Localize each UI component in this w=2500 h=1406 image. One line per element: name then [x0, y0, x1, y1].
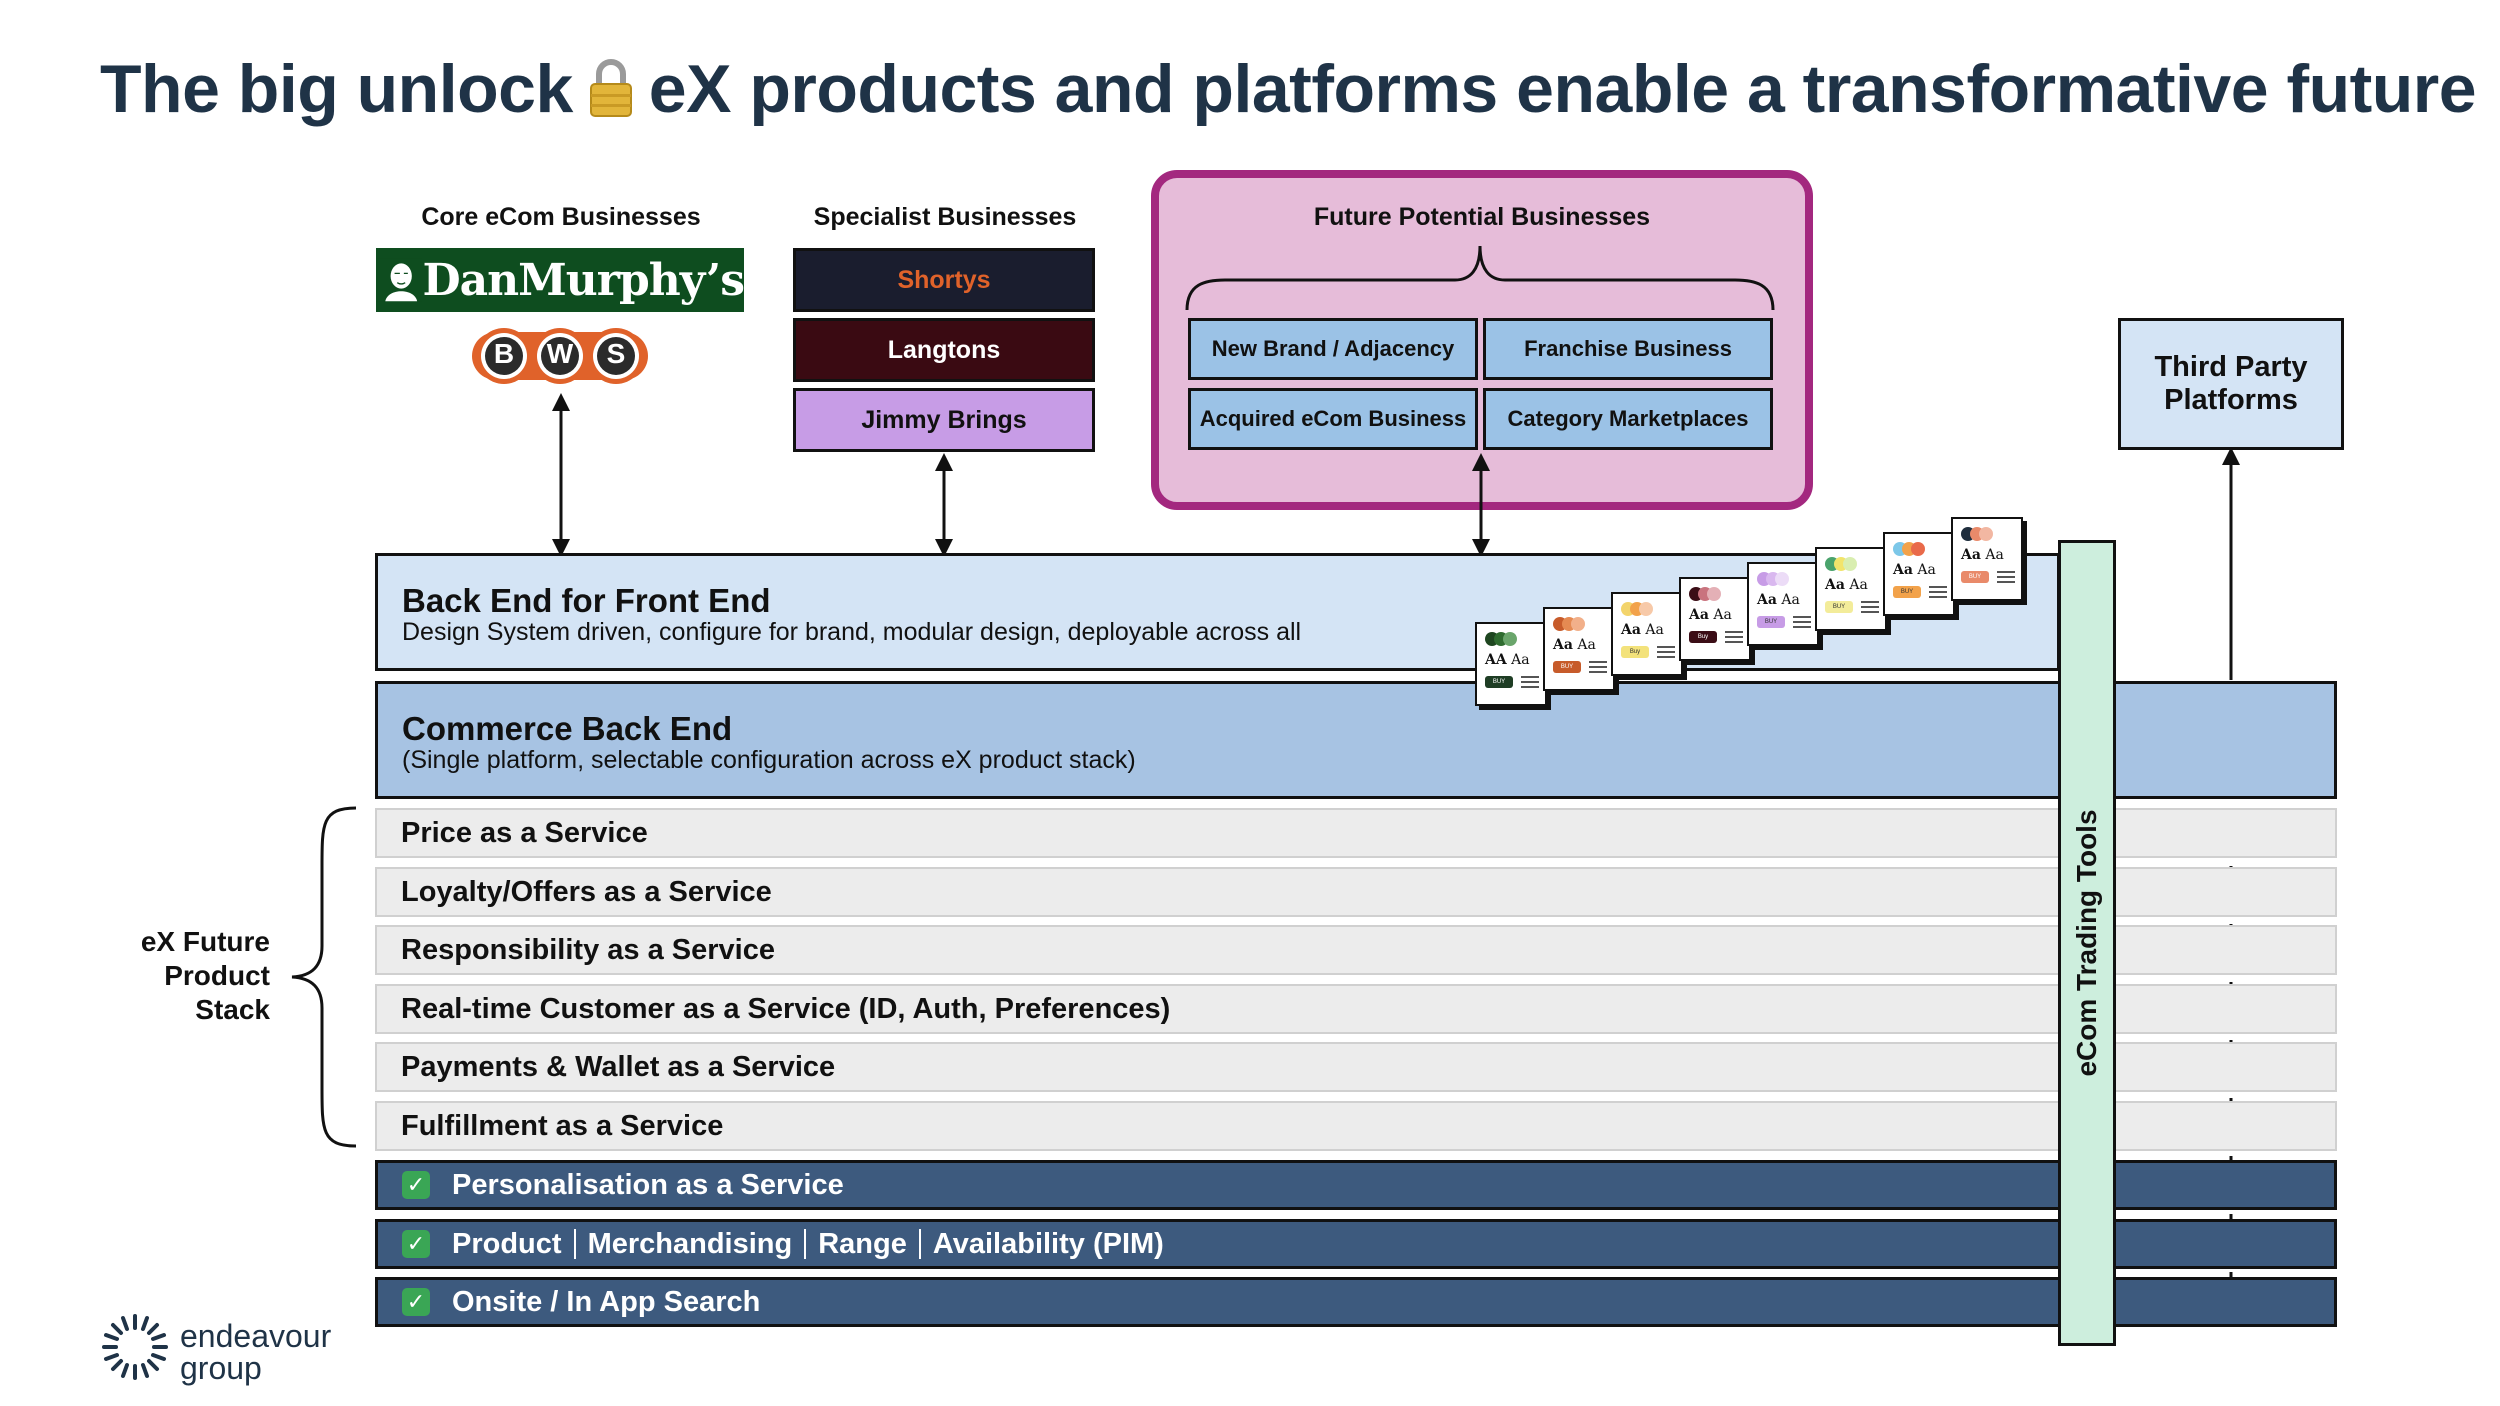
- ecom-trading-tools: eCom Trading Tools: [2058, 540, 2116, 1346]
- lock-icon: [587, 56, 635, 120]
- text-lines-icon: [1861, 601, 1879, 616]
- stack-brace: [291, 806, 357, 1148]
- text-lines-icon: [1657, 646, 1675, 661]
- service-row: Fulfillment as a Service: [375, 1101, 2337, 1151]
- type-sample: Aa Aa: [1893, 562, 1936, 578]
- buy-button-sample: BUY: [1485, 676, 1513, 688]
- brand-jimmy-brings: Jimmy Brings: [793, 388, 1095, 452]
- color-swatch: [1911, 542, 1925, 556]
- text-lines-icon: [1725, 631, 1743, 646]
- buy-button-sample: BUY: [1893, 586, 1921, 598]
- divider: [573, 1229, 576, 1259]
- service-row: Real-time Customer as a Service (ID, Aut…: [375, 984, 2337, 1034]
- completed-pim: ✓ Product Merchandising Range Availabili…: [375, 1219, 2337, 1269]
- completed-search: ✓ Onsite / In App Search: [375, 1277, 2337, 1327]
- trading-tools-label: eCom Trading Tools: [2071, 809, 2102, 1077]
- buy-button-sample: BUY: [1961, 571, 1989, 583]
- pim-part: Availability (PIM): [932, 1227, 1164, 1260]
- brand-langtons: Langtons: [793, 318, 1095, 382]
- service-row: Loyalty/Offers as a Service: [375, 867, 2337, 917]
- design-card: Aa Aa BUY: [1883, 532, 1955, 616]
- design-card: Aa Aa BUY: [1543, 607, 1615, 691]
- specialist-heading: Specialist Businesses: [813, 203, 1077, 231]
- color-swatch: [1503, 632, 1517, 646]
- design-card: AA Aa BUY: [1475, 622, 1547, 706]
- text-lines-icon: [1929, 586, 1947, 601]
- title-rest: eX products and platforms enable a trans…: [648, 51, 2477, 127]
- buy-button-sample: Buy: [1621, 646, 1649, 658]
- text-lines-icon: [1521, 676, 1539, 691]
- color-swatch: [1639, 602, 1653, 616]
- design-card: Aa Aa Buy: [1679, 577, 1751, 661]
- color-swatch: [1775, 572, 1789, 586]
- future-heading: Future Potential Businesses: [1313, 203, 1651, 231]
- pim-part: Product: [452, 1227, 562, 1260]
- color-swatch: [1979, 527, 1993, 541]
- check-icon: ✓: [402, 1288, 430, 1316]
- completed-personalisation: ✓ Personalisation as a Service: [375, 1160, 2337, 1210]
- commerce-bar: Commerce Back End (Single platform, sele…: [375, 681, 2337, 799]
- design-card: Aa Aa BUY: [1815, 547, 1887, 631]
- stack-label: eX Future Product Stack: [140, 926, 270, 1026]
- logo-line-2: group: [180, 1350, 262, 1386]
- pim-part: Range: [818, 1227, 907, 1260]
- page-title: The big unlock eX products and platforms …: [100, 50, 2477, 128]
- service-row: Price as a Service: [375, 808, 2337, 858]
- commerce-subtitle: (Single platform, selectable configurati…: [402, 746, 1136, 774]
- check-icon: ✓: [402, 1230, 430, 1258]
- text-lines-icon: [1589, 661, 1607, 676]
- check-icon: ✓: [402, 1171, 430, 1199]
- pim-part: Merchandising: [587, 1227, 793, 1260]
- bws-letter-s: S: [606, 338, 626, 369]
- future-franchise: Franchise Business: [1483, 318, 1773, 380]
- buy-button-sample: BUY: [1757, 616, 1785, 628]
- type-sample: Aa Aa: [1961, 547, 2004, 563]
- future-new-brand: New Brand / Adjacency: [1188, 318, 1478, 380]
- brand-shortys: Shortys: [793, 248, 1095, 312]
- text-lines-icon: [1997, 571, 2015, 586]
- bws-letter-b: B: [493, 338, 515, 369]
- core-heading: Core eCom Businesses: [421, 203, 701, 231]
- type-sample: Aa Aa: [1757, 592, 1800, 608]
- color-swatch: [1843, 557, 1857, 571]
- bws-logo: B W S: [470, 322, 650, 390]
- endeavour-sunburst-icon: [102, 1314, 168, 1380]
- type-sample: AA Aa: [1485, 652, 1530, 668]
- completed-personalisation-label: Personalisation as a Service: [452, 1168, 844, 1201]
- type-sample: Aa Aa: [1621, 622, 1664, 638]
- endeavour-group-wordmark: endeavour group: [180, 1320, 331, 1384]
- color-swatch: [1707, 587, 1721, 601]
- design-card: Aa Aa Buy: [1611, 592, 1683, 676]
- bffe-subtitle: Design System driven, configure for bran…: [402, 618, 1302, 646]
- dan-murphy-portrait-icon: [376, 258, 423, 302]
- dan-murphys-wordmark: DanMurphy’s: [422, 254, 745, 306]
- text-lines-icon: [1793, 616, 1811, 631]
- divider: [804, 1229, 807, 1259]
- commerce-title: Commerce Back End: [402, 710, 733, 747]
- type-sample: Aa Aa: [1825, 577, 1868, 593]
- title-lead: The big unlock: [100, 51, 573, 127]
- divider: [918, 1229, 921, 1259]
- type-sample: Aa Aa: [1553, 637, 1596, 653]
- logo-line-1: endeavour: [180, 1318, 332, 1354]
- bffe-title: Back End for Front End: [402, 582, 771, 619]
- future-marketplaces: Category Marketplaces: [1483, 388, 1773, 450]
- buy-button-sample: Buy: [1689, 631, 1717, 643]
- dan-murphys-logo: DanMurphy’s: [376, 248, 745, 312]
- bws-letter-w: W: [546, 338, 574, 369]
- color-swatch: [1571, 617, 1585, 631]
- design-card: Aa Aa BUY: [1747, 562, 1819, 646]
- buy-button-sample: BUY: [1825, 601, 1853, 613]
- future-acquired: Acquired eCom Business: [1188, 388, 1478, 450]
- third-party-platforms: Third Party Platforms: [2118, 318, 2344, 450]
- future-brace: [1185, 245, 1775, 311]
- completed-search-label: Onsite / In App Search: [452, 1285, 761, 1318]
- type-sample: Aa Aa: [1689, 607, 1732, 623]
- design-card: Aa Aa BUY: [1951, 517, 2023, 601]
- service-row: Responsibility as a Service: [375, 925, 2337, 975]
- service-row: Payments & Wallet as a Service: [375, 1042, 2337, 1092]
- buy-button-sample: BUY: [1553, 661, 1581, 673]
